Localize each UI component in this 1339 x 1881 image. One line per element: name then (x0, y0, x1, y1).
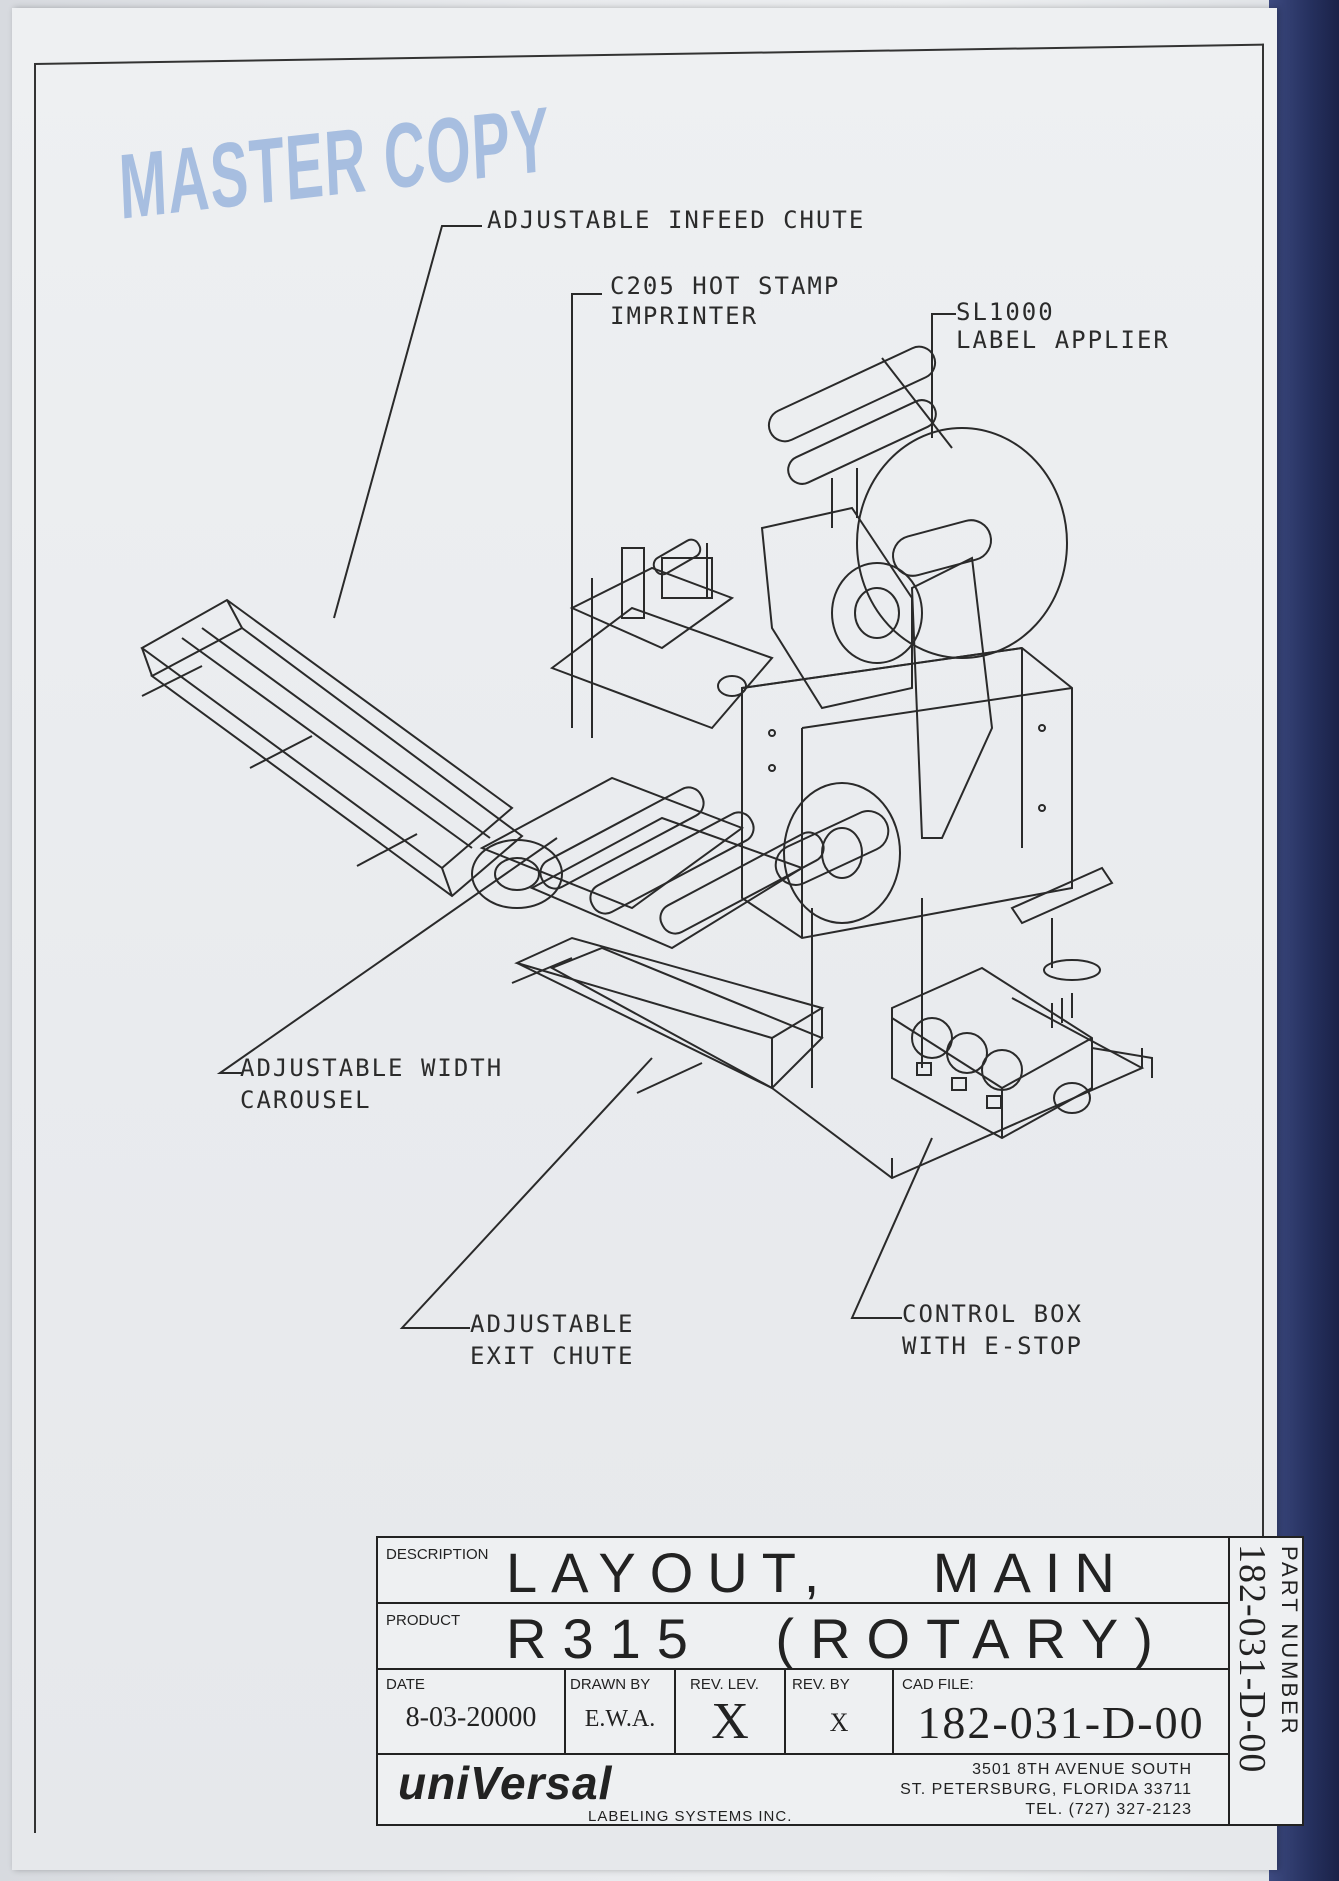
drawing-sheet: MASTER COPY (12, 8, 1304, 1870)
control-box (891, 966, 1093, 1140)
date-label: DATE (386, 1676, 425, 1693)
rev-lev-label: REV. LEV. (690, 1676, 759, 1693)
part-number-cell: PART NUMBER 182-031-D-00 (1228, 1538, 1304, 1824)
leader-infeed (333, 225, 482, 619)
cad-file-value: 182-031-D-00 (917, 1697, 1205, 1748)
callout-imprinter-line1: C205 HOT STAMP (610, 272, 841, 300)
part-number-label: PART NUMBER (1277, 1546, 1302, 1737)
date-cell: DATE 8-03-20000 (378, 1670, 566, 1755)
label-reel (856, 427, 1068, 659)
product-row: PRODUCT R315 (ROTARY) (378, 1604, 1228, 1670)
company-subtitle: LABELING SYSTEMS INC. (588, 1808, 793, 1825)
leader-imprinter (571, 293, 602, 568)
leader-applier (931, 313, 956, 438)
machine-drawing (140, 225, 1153, 1329)
leader-control (850, 1137, 933, 1319)
title-block: DESCRIPTION LAYOUT, MAIN PRODUCT R315 (R… (376, 1536, 1304, 1826)
info-row: DATE 8-03-20000 DRAWN BY E.W.A. REV. LEV… (378, 1670, 1228, 1755)
callout-imprinter-line2: IMPRINTER (610, 302, 759, 330)
rev-lev-cell: REV. LEV. X (676, 1670, 786, 1755)
drawn-by-value: E.W.A. (584, 1706, 656, 1732)
cad-file-label: CAD FILE: (902, 1676, 974, 1693)
callout-carousel-line1: ADJUSTABLE WIDTH (240, 1054, 504, 1082)
description-value: LAYOUT, MAIN (506, 1541, 1129, 1604)
exit-chute (514, 936, 825, 1040)
product-label: PRODUCT (386, 1612, 461, 1629)
callout-control-line2: WITH E-STOP (902, 1332, 1083, 1360)
address-line-2: ST. PETERSBURG, FLORIDA 33711 (900, 1781, 1192, 1798)
drawn-by-cell: DRAWN BY E.W.A. (566, 1670, 676, 1755)
callout-applier-line2: LABEL APPLIER (956, 326, 1170, 354)
callout-carousel-line2: CAROUSEL (240, 1086, 372, 1114)
callout-infeed-chute: ADJUSTABLE INFEED CHUTE (487, 206, 866, 234)
universal-logo: uniVersal (398, 1757, 613, 1809)
leader-exit (399, 1057, 653, 1329)
drawn-by-label: DRAWN BY (570, 1676, 651, 1693)
address-line-1: 3501 8TH AVENUE SOUTH (972, 1761, 1192, 1778)
callout-applier-line1: SL1000 (956, 298, 1055, 326)
callout-exit-line2: EXIT CHUTE (470, 1342, 635, 1370)
rev-by-cell: REV. BY X (786, 1670, 894, 1755)
rev-by-label: REV. BY (792, 1676, 850, 1693)
cad-file-cell: CAD FILE: 182-031-D-00 (894, 1670, 1228, 1755)
description-row: DESCRIPTION LAYOUT, MAIN (378, 1538, 1228, 1604)
rev-lev-value: X (711, 1693, 749, 1750)
callout-control-line1: CONTROL BOX (902, 1300, 1083, 1328)
address-line-3: TEL. (727) 327-2123 (1025, 1801, 1192, 1818)
imprinter-block (549, 606, 774, 730)
part-number-value: 182-031-D-00 (1231, 1544, 1273, 1774)
infeed-chute (140, 598, 514, 870)
company-address: 3501 8TH AVENUE SOUTH ST. PETERSBURG, FL… (900, 1760, 1192, 1820)
leader-carousel (216, 837, 558, 1074)
product-value: R315 (ROTARY) (506, 1607, 1169, 1670)
rev-by-value: X (829, 1708, 849, 1737)
description-label: DESCRIPTION (386, 1546, 489, 1563)
date-value: 8-03-20000 (405, 1702, 537, 1733)
callout-exit-line1: ADJUSTABLE (470, 1310, 635, 1338)
